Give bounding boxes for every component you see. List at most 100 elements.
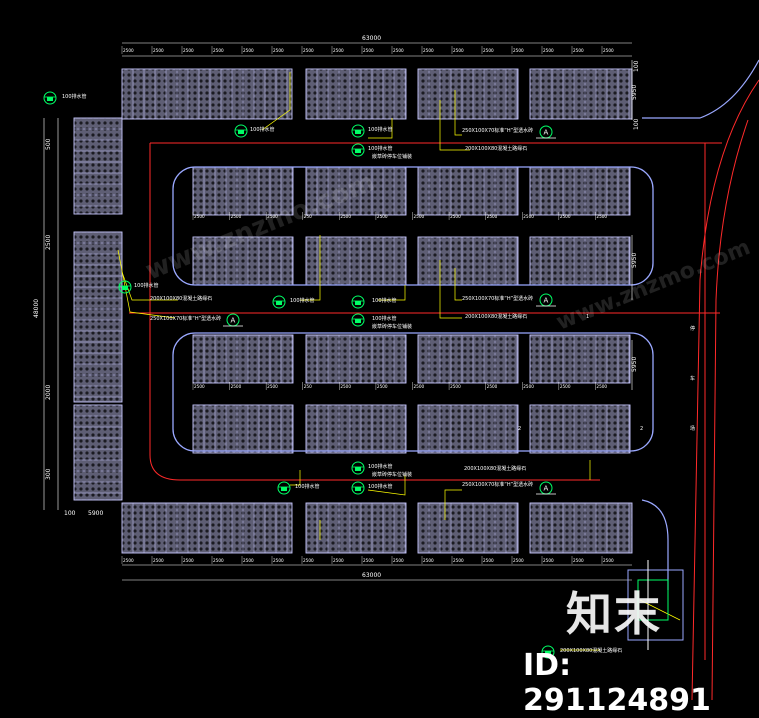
drain-icon <box>351 481 365 495</box>
section-marker-label: A <box>544 485 549 493</box>
dimension-label: 2500 <box>213 48 224 53</box>
parking-block <box>529 404 631 454</box>
parking-block <box>417 236 519 286</box>
drain-icon <box>351 313 365 327</box>
parking-block <box>529 334 631 384</box>
paver-label-1: 250X100X70标准“H”型透水砖 <box>462 127 533 134</box>
grass-paver-label-3: 嵌草砖停车位铺装 <box>372 471 412 478</box>
dimension-label: 2500 <box>414 384 425 389</box>
parking-block <box>73 404 123 501</box>
section-marker-label: A <box>231 317 236 325</box>
parking-block <box>192 404 294 454</box>
dimension-label: 2500 <box>603 48 614 53</box>
parking-block <box>121 502 293 554</box>
paver-label-4: 250X100X70标准“H”型透水砖 <box>462 481 533 488</box>
parking-block <box>305 166 407 216</box>
dimension-label: 2500 <box>523 214 534 219</box>
grass-paver-label-1: 嵌草砖停车位铺装 <box>372 153 412 160</box>
dimension-label: 2500 <box>450 384 461 389</box>
dimension-label: 2500 <box>273 558 284 563</box>
dimension-label: 2500 <box>123 558 134 563</box>
total-width-bottom: 63000 <box>362 572 381 579</box>
dimension-label: 2500 <box>153 48 164 53</box>
dimension-label: 2500 <box>513 558 524 563</box>
dimension-label: 2500 <box>267 214 278 219</box>
side-text-2: 车 <box>690 375 695 382</box>
dimension-label: 2500 <box>423 558 434 563</box>
dimension-label: 2500 <box>513 48 524 53</box>
dimension-label: 250 <box>304 214 312 219</box>
watermark-id: ID: 291124891 <box>523 648 711 718</box>
dimension-label: 2500 <box>423 48 434 53</box>
dimension-label: 2500 <box>596 214 607 219</box>
dimension-label: 2500 <box>483 558 494 563</box>
side-text-1: 停 <box>690 325 695 332</box>
curb-label-3: 200X100X80混凝土路缘石 <box>465 313 527 320</box>
drain-icon <box>351 295 365 309</box>
marker-2-right: 2 <box>640 426 643 432</box>
grass-paver-label-2: 嵌草砖停车位铺装 <box>372 323 412 330</box>
parking-block <box>305 236 407 286</box>
parking-block <box>417 68 519 120</box>
parking-block <box>305 502 407 554</box>
drain-label-4: 100排水管 <box>368 145 393 152</box>
section-markers: A A A A <box>223 125 556 495</box>
dimension-label: 2500 <box>333 48 344 53</box>
dimension-label: 2500 <box>363 48 374 53</box>
dimension-label: 2500 <box>194 384 205 389</box>
annotation-leaders <box>117 72 681 651</box>
section-marker-icon: A <box>536 293 556 307</box>
section-marker-icon: A <box>536 125 556 139</box>
dimension-label: 2500 <box>603 558 614 563</box>
total-width-top: 63000 <box>362 35 381 42</box>
drain-icon <box>351 143 365 157</box>
marker-1: 1 <box>586 314 589 320</box>
dimension-label: 2500 <box>340 384 351 389</box>
dimension-label: 2500 <box>393 558 404 563</box>
drain-icon <box>277 481 291 495</box>
property-lines <box>129 79 759 701</box>
section-marker-label: A <box>544 129 549 137</box>
section-marker-icon: A <box>223 313 243 327</box>
parking-block <box>417 334 519 384</box>
dimension-label: 2500 <box>183 48 194 53</box>
drain-label-3: 100排水管 <box>368 126 393 133</box>
paver-label-3: 250X100X70标准“H”型透水砖 <box>462 295 533 302</box>
parking-block <box>417 404 519 454</box>
upper-island-depth: 5950 <box>631 253 638 268</box>
parking-block <box>529 236 631 286</box>
parking-block <box>121 68 293 120</box>
parking-block <box>529 502 633 554</box>
drain-icon <box>43 91 57 105</box>
side-2000-label: 2000 <box>45 385 52 400</box>
parking-block <box>192 166 294 216</box>
road-edge <box>641 59 759 590</box>
top-band-depth: 5950 <box>631 85 638 100</box>
drain-label-10: 100排水管 <box>295 483 320 490</box>
dimension-label: 2500 <box>573 48 584 53</box>
drain-markers <box>43 91 555 659</box>
bottom-dimension-row: 2500 2500 2500 2500 2500 2500 2500 2500 2500 2500… <box>121 556 614 564</box>
lower-island-depth: 5950 <box>631 357 638 372</box>
parking-block <box>417 166 519 216</box>
parking-block <box>305 334 407 384</box>
dimension-label: 2500 <box>560 214 571 219</box>
top-margin-label-2: 100 <box>633 118 640 130</box>
parking-block <box>529 166 631 216</box>
curb-label-4: 200X100X80混凝土路缘石 <box>464 465 526 472</box>
drain-icon <box>351 124 365 138</box>
drain-label-6: 100排水管 <box>290 297 315 304</box>
entrance-detail <box>627 560 684 650</box>
side-2500-label: 2500 <box>45 235 52 250</box>
dimension-label: 2500 <box>333 558 344 563</box>
curb-label-2: 200X100X80混凝土路缘石 <box>150 295 212 302</box>
side-300-label: 300 <box>45 468 52 480</box>
dimension-label: 2500 <box>213 558 224 563</box>
dimension-label: 2500 <box>487 384 498 389</box>
dimension-label: 2500 <box>523 384 534 389</box>
drain-icon <box>351 461 365 475</box>
dimension-label: 2500 <box>573 558 584 563</box>
